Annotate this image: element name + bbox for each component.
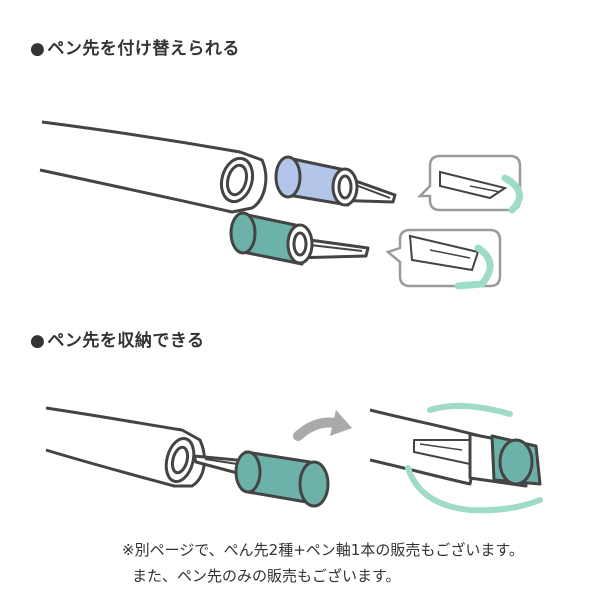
heading-storable-nib: ●ペン先を収納できる xyxy=(30,326,205,351)
pen-body-icon xyxy=(39,120,268,214)
rotation-arrow-icon xyxy=(405,402,543,514)
pen-body-icon xyxy=(45,406,206,488)
nib-detail-bubble-icon xyxy=(385,228,502,290)
teal-nib-cap-icon xyxy=(229,211,370,266)
note-nib-only: また、ペン先のみの販売もございます。 xyxy=(132,567,401,585)
blue-nib-cap-icon xyxy=(274,155,397,207)
teal-nib-cap-icon xyxy=(192,450,330,508)
bullet-icon: ● xyxy=(30,331,46,351)
heading-replaceable-nib: ●ペン先を付け替えられる xyxy=(30,34,240,59)
note-sold-separately: ※別ページで、ぺん先2種+ペン軸1本の販売もございます。 xyxy=(122,541,524,559)
heading-text: ペン先を付け替えられる xyxy=(47,39,240,59)
nib-detail-bubble-icon xyxy=(416,154,523,214)
pen-stored-nib-icon xyxy=(369,408,542,488)
bullet-icon: ● xyxy=(30,39,46,59)
heading-text: ペン先を収納できる xyxy=(47,331,205,351)
curved-arrow-icon xyxy=(293,410,352,441)
